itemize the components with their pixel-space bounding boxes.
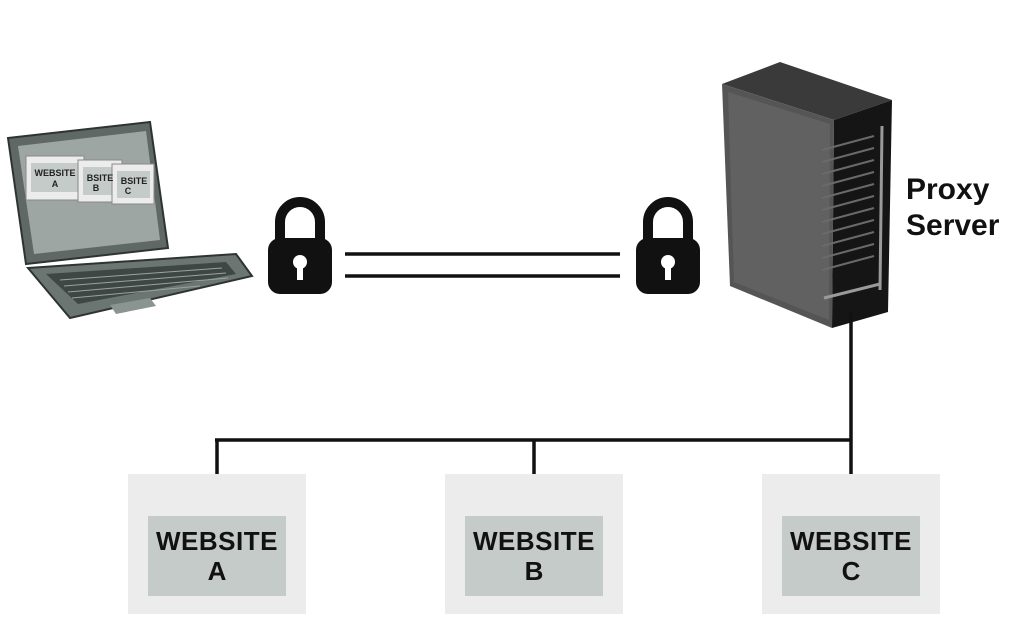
laptop-card-c-word: BSITE xyxy=(121,176,148,186)
laptop-card-b-word: BSITE xyxy=(87,173,114,183)
server-icon xyxy=(722,62,892,328)
lock-icon-left xyxy=(268,197,332,294)
website-card-c: WEBSITE C xyxy=(762,474,940,614)
website-a-letter: A xyxy=(207,556,227,586)
laptop-card-a-letter: A xyxy=(52,179,59,189)
network-connections xyxy=(215,312,853,474)
laptop-icon: WEBSITE A BSITE B BSITE C xyxy=(6,120,254,320)
laptop-screen-card-a xyxy=(25,155,85,201)
laptop-card-a-word: WEBSITE xyxy=(34,168,75,178)
website-b-letter: B xyxy=(524,556,544,586)
website-a-label: WEBSITE A xyxy=(148,516,286,596)
website-a-word: WEBSITE xyxy=(156,526,278,556)
website-c-word: WEBSITE xyxy=(790,526,912,556)
laptop-card-b-letter: B xyxy=(93,183,100,193)
website-b-word: WEBSITE xyxy=(473,526,595,556)
proxy-label-line2: Server xyxy=(906,209,1000,242)
lock-icon-right xyxy=(636,197,700,294)
website-card-a: WEBSITE A xyxy=(128,474,306,614)
laptop-card-c-letter: C xyxy=(125,186,132,196)
proxy-label-line1: Proxy xyxy=(906,173,990,206)
laptop-screen-card-c xyxy=(111,163,155,205)
encrypted-tunnel xyxy=(345,252,620,278)
proxy-server-label: Proxy Server xyxy=(906,172,999,244)
website-c-label: WEBSITE C xyxy=(782,516,920,596)
website-c-letter: C xyxy=(841,556,861,586)
website-card-b: WEBSITE B xyxy=(445,474,623,614)
website-b-label: WEBSITE B xyxy=(465,516,603,596)
